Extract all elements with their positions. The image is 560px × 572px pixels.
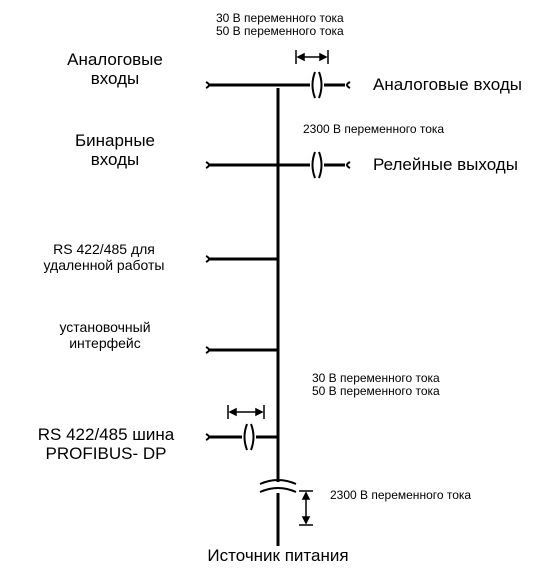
- analog-inputs-label: Аналоговые входы: [40, 50, 190, 88]
- analog-output-line: [278, 71, 351, 99]
- relay-isolation-label: 2300 В переменного тока: [303, 122, 445, 136]
- profibus-label: RS 422/485 шина PROFIBUS- DP: [6, 425, 206, 463]
- top-dimension-marker: [295, 50, 329, 64]
- relay-outputs-label: Релейные выходы: [373, 155, 518, 174]
- rs-remote-line1: RS 422/485 для: [53, 241, 155, 257]
- binary-inputs-line1: Бинарные: [74, 131, 155, 150]
- top-isolation-line2: 50 В переменного тока: [216, 24, 344, 39]
- binary-inputs-line2: входы: [90, 150, 140, 170]
- power-isolation-break: [259, 479, 297, 493]
- top-isolation-label: 30 В переменного тока 50 В переменного т…: [216, 11, 344, 39]
- relay-output-line: [278, 151, 351, 179]
- bus-dimension-marker: [227, 405, 265, 419]
- bus-isolation-label: 30 В переменного тока 50 В переменного т…: [312, 371, 440, 399]
- profibus-line: [205, 423, 278, 451]
- rs-remote-line2: удаленной работы: [43, 256, 165, 273]
- power-supply-label: Источник питания: [207, 546, 349, 565]
- profibus-line1: RS 422/485 шина: [37, 425, 175, 444]
- rs-remote-label: RS 422/485 для удаленной работы: [20, 241, 188, 273]
- power-dimension-marker: [299, 490, 313, 526]
- bus-isolation-line1: 30 В переменного тока: [312, 371, 440, 385]
- analog-inputs-line2: входы: [90, 69, 140, 89]
- bus-isolation-line2: 50 В переменного тока: [312, 384, 440, 399]
- power-isolation-label: 2300 В переменного тока: [330, 488, 472, 502]
- profibus-line2: PROFIBUS- DP: [45, 444, 167, 464]
- analog-inputs-line1: Аналоговые: [67, 50, 163, 69]
- setup-interface-line1: установочный: [59, 319, 151, 335]
- analog-outputs-label: Аналоговые входы: [373, 75, 523, 94]
- setup-interface-line2: интерфейс: [69, 334, 141, 351]
- binary-inputs-label: Бинарные входы: [50, 131, 180, 169]
- setup-interface-line: [205, 346, 278, 354]
- rs-remote-line: [205, 255, 278, 263]
- setup-interface-label: установочный интерфейс: [30, 319, 180, 351]
- analog-input-line: [205, 81, 278, 89]
- binary-input-line: [205, 161, 278, 169]
- top-isolation-line1: 30 В переменного тока: [216, 11, 344, 25]
